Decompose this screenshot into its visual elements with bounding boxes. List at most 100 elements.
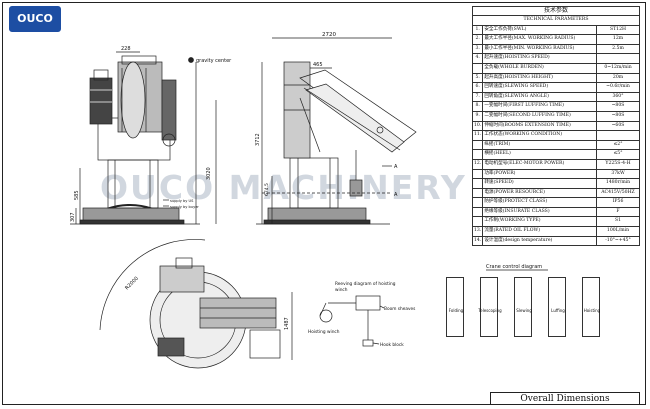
param-n: 8.: [471, 101, 484, 112]
param-n: [471, 197, 484, 208]
param-label: 电源(POWER RESOURCE): [482, 187, 597, 199]
param-row: 12.电动机型号(ELEC-MOTOR POWER)Y225S-4-H: [471, 158, 640, 170]
svg-text:supply by buyer: supply by buyer: [170, 205, 199, 209]
param-value: ~60S: [596, 120, 640, 132]
param-value: 12m: [596, 34, 640, 45]
param-row: 3.最小工作半径(MIN. WORKING RADIUS)2.5m: [471, 43, 640, 55]
param-n: 4.: [471, 53, 484, 64]
param-value: F: [596, 206, 640, 218]
svg-text:supply by US: supply by US: [170, 199, 194, 203]
param-label: 设计温度(design temperature): [482, 235, 597, 247]
control-diagram: Crane control diagram: [486, 264, 548, 271]
param-row: 2.最大工作半径(MAX. WORKING RADIUS)12m: [471, 34, 640, 45]
param-label: 电动机型号(ELEC-MOTOR POWER): [482, 158, 597, 170]
param-row: 5.起升高度(HOISTING HEIGHT)20m: [471, 72, 640, 84]
param-row: 4.起升速度(HOISTING SPEED): [471, 53, 640, 64]
param-value: 20m: [596, 72, 640, 84]
param-n: 12.: [471, 158, 484, 170]
param-n: 7.: [471, 91, 484, 103]
param-row: 转速(SPEED)1480r/min: [471, 178, 640, 189]
param-value: Y225S-4-H: [596, 158, 640, 170]
svg-text:Crane control diagram: Crane control diagram: [486, 264, 542, 270]
param-n: 9.: [471, 110, 484, 122]
svg-text:3020: 3020: [206, 167, 212, 180]
plan-view: R2000 1487: [99, 239, 293, 369]
param-row: 全负载(WHOLE BURDEN)0~12m/min: [471, 62, 640, 74]
svg-text:228: 228: [121, 46, 131, 52]
param-n: [471, 62, 484, 74]
param-value: AC415V/50HZ: [596, 187, 640, 199]
param-n: 3.: [471, 43, 484, 55]
param-value: S1: [596, 216, 640, 228]
param-label: 最小工作半径(MIN. WORKING RADIUS): [482, 43, 597, 55]
param-label: 流量(RATED OIL FLOW): [482, 226, 597, 237]
param-row: 11.工作状态(WORKING CONDITION): [471, 130, 640, 141]
param-label: 回转速度(SLEWING SPEED): [482, 82, 597, 93]
param-row: 工作制(WORKING TYPE)S1: [471, 216, 640, 228]
param-row: 电源(POWER RESOURCE)AC415V/50HZ: [471, 187, 640, 199]
svg-text:307: 307: [70, 212, 76, 222]
param-value: 37kW: [596, 168, 640, 180]
param-row: 9.二变幅时间(SECOND LUFFING TIME)~80S: [471, 110, 640, 122]
param-value: ~0.6r/min: [596, 82, 640, 93]
param-value: 1480r/min: [596, 178, 640, 189]
param-label: 纵摇(TRIM): [482, 139, 597, 151]
svg-text:585: 585: [74, 190, 80, 200]
param-row: 功率(POWER)37kW: [471, 168, 640, 180]
param-label: 安全工作负荷(SWL): [482, 24, 597, 36]
param-value: ~80S: [596, 110, 640, 122]
control-lever-luffing: Luffing: [548, 277, 566, 337]
param-row: 13.流量(RATED OIL FLOW)100L/min: [471, 226, 640, 237]
drawing-frame: [2, 2, 646, 405]
param-label: 转速(SPEED): [482, 178, 597, 189]
param-n: [471, 139, 484, 151]
reeving-diagram: Reeving diagram of hoisting winch Boom s…: [308, 281, 416, 348]
svg-text:Boom sheaves: Boom sheaves: [384, 306, 416, 312]
table-title-cn: 技术参数: [472, 6, 640, 16]
param-n: [471, 206, 484, 218]
svg-text:465: 465: [313, 62, 323, 68]
param-n: [471, 216, 484, 228]
param-value: [596, 130, 640, 141]
param-label: 起升高度(HOISTING HEIGHT): [482, 72, 597, 84]
param-n: [471, 187, 484, 199]
param-label: 回转角度(SLEWING ANGLE): [482, 91, 597, 103]
param-n: [471, 149, 484, 160]
svg-text:2720: 2720: [322, 32, 336, 38]
svg-text:3712: 3712: [255, 133, 261, 146]
svg-text:R2000: R2000: [124, 276, 140, 292]
param-label: 起升速度(HOISTING SPEED): [482, 53, 597, 64]
param-value: 2.5m: [596, 43, 640, 55]
param-label: 功率(POWER): [482, 168, 597, 180]
control-lever-folding: Folding: [446, 277, 464, 337]
param-label: 防护等级(PROTECT CLASS): [482, 197, 597, 208]
param-n: 11.: [471, 130, 484, 141]
param-n: 14.: [471, 235, 484, 247]
svg-text:1487: 1487: [284, 317, 290, 330]
param-label: 一变幅时间(FIRST LUFFING TIME): [482, 101, 597, 112]
param-value: 360°: [596, 91, 640, 103]
param-label: 最大工作半径(MAX. WORKING RADIUS): [482, 34, 597, 45]
drawing-title-box: Overall Dimensions: [490, 392, 640, 405]
watermark: OUCO MACHINERY: [100, 168, 467, 207]
svg-text:Hoisting winch: Hoisting winch: [308, 329, 340, 335]
param-label: 全负载(WHOLE BURDEN): [482, 62, 597, 74]
svg-text:Hook block: Hook block: [380, 342, 404, 348]
param-row: 7.回转角度(SLEWING ANGLE)360°: [471, 91, 640, 103]
front-view: 228 3020 585 307 gravity center supply b…: [70, 46, 232, 225]
param-label: 横摇(HEEL): [482, 149, 597, 160]
param-value: [596, 53, 640, 64]
technical-parameters-table: 技术参数 TECHNICAL PARAMETERS 1.安全工作负荷(SWL)S…: [471, 6, 640, 247]
param-value: 100L/min: [596, 226, 640, 237]
param-row: 纵摇(TRIM)≤2°: [471, 139, 640, 151]
control-lever-hoisting: Hoisting: [582, 277, 600, 337]
param-n: 6.: [471, 82, 484, 93]
param-row: 8.一变幅时间(FIRST LUFFING TIME)~80S: [471, 101, 640, 112]
svg-text:A: A: [394, 164, 398, 170]
param-n: [471, 178, 484, 189]
control-lever-slewing: Slewing: [514, 277, 532, 337]
param-row: 横摇(HEEL)≤5°: [471, 149, 640, 160]
svg-text:A: A: [394, 192, 398, 198]
ouco-logo: OUCO: [9, 6, 61, 32]
